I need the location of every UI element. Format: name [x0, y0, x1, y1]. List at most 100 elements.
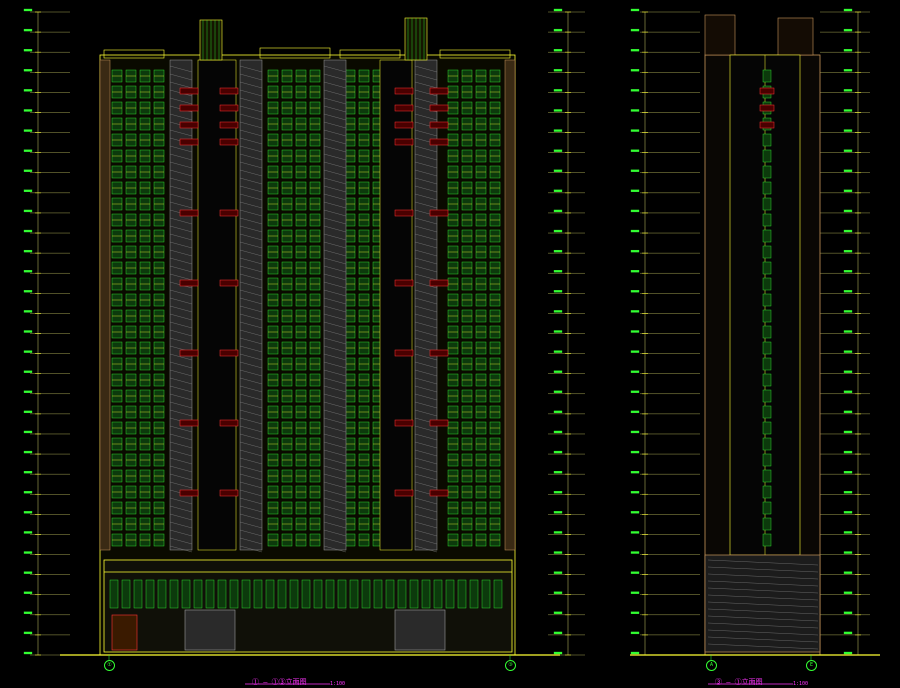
hatch-line [323, 377, 347, 385]
podium-window [349, 579, 359, 609]
balcony-rail [394, 104, 414, 112]
hatch-line [169, 505, 193, 513]
level-mark [23, 611, 33, 614]
level-mark [843, 631, 853, 635]
balcony-rail [394, 349, 414, 357]
level-mark [630, 8, 640, 12]
hatch-core [414, 59, 438, 551]
hatch-line [239, 497, 263, 505]
balcony-rail [429, 279, 449, 287]
level-mark [843, 89, 853, 92]
hatch-line [323, 273, 347, 281]
podium-window [385, 579, 395, 609]
balcony-rail [219, 87, 239, 95]
side-window [762, 245, 772, 259]
podium-window [277, 579, 287, 609]
side-hatch [707, 566, 819, 573]
podium-window [169, 579, 179, 609]
hatch-line [169, 529, 193, 537]
hatch-line [323, 81, 347, 89]
level-mark [630, 249, 640, 253]
hatch-line [414, 273, 438, 281]
hatch-line [323, 545, 347, 553]
hatch-line [323, 457, 347, 465]
hatch-line [239, 329, 263, 337]
balcony-rail [219, 209, 239, 217]
side-window [762, 325, 772, 339]
hatch-line [169, 241, 193, 249]
hatch-line [414, 369, 438, 377]
side-window [762, 277, 772, 291]
hatch-line [414, 393, 438, 401]
podium-window [217, 579, 227, 609]
hatch-line [239, 177, 263, 185]
level-mark [23, 350, 33, 353]
hatch-line [414, 297, 438, 305]
hatch-line [323, 257, 347, 265]
level-mark [630, 290, 640, 293]
podium-window [421, 579, 431, 609]
side-hatch [707, 629, 819, 636]
balcony-rail [429, 104, 449, 112]
hatch-line [323, 289, 347, 297]
level-mark [23, 189, 33, 192]
level-mark [553, 209, 563, 213]
hatch-line [169, 225, 193, 233]
side-window [762, 357, 772, 371]
level-mark [553, 189, 563, 192]
level-mark [553, 370, 563, 373]
hatch-line [239, 481, 263, 489]
level-mark [630, 571, 640, 574]
hatch-line [414, 217, 438, 225]
hatch-line [239, 417, 263, 425]
level-mark [23, 370, 33, 373]
level-mark [843, 450, 853, 454]
level-mark [630, 370, 640, 373]
level-mark [843, 611, 853, 614]
hatch-line [414, 409, 438, 417]
hatch-line [323, 65, 347, 73]
hatch-line [239, 97, 263, 105]
hatch-line [239, 361, 263, 369]
hatch-line [323, 481, 347, 489]
hatch-line [323, 113, 347, 121]
level-mark [630, 471, 640, 474]
hatch-line [323, 265, 347, 273]
level-mark [23, 270, 33, 273]
level-mark [630, 49, 640, 52]
level-mark [630, 430, 640, 434]
hatch-line [414, 169, 438, 177]
hatch-line [414, 385, 438, 393]
hatch-line [169, 545, 193, 553]
hatch-line [323, 329, 347, 337]
hatch-line [323, 177, 347, 185]
side-window [762, 69, 772, 83]
hatch-line [414, 201, 438, 209]
hatch-line [239, 521, 263, 529]
hatch-line [169, 185, 193, 193]
balcony-rail [179, 87, 199, 95]
level-mark [23, 209, 33, 213]
right-level-scale [548, 8, 585, 656]
hatch-line [239, 105, 263, 113]
podium-window [493, 579, 503, 609]
hatch-line [414, 353, 438, 361]
balcony-rail [179, 489, 199, 497]
hatch-line [239, 257, 263, 265]
hatch-line [414, 257, 438, 265]
hatch-line [414, 265, 438, 273]
hatch-line [169, 521, 193, 529]
hatch-line [239, 209, 263, 217]
hatch-line [169, 97, 193, 105]
side-elevation-building [630, 14, 880, 685]
level-mark [843, 551, 853, 554]
hatch-line [323, 281, 347, 289]
hatch-line [169, 353, 193, 361]
hatch-line [414, 329, 438, 337]
side-window [762, 469, 772, 483]
hatch-line [414, 89, 438, 97]
level-mark [630, 611, 640, 614]
podium-window [241, 579, 251, 609]
roof-parapet [259, 47, 331, 59]
hatch-line [169, 305, 193, 313]
